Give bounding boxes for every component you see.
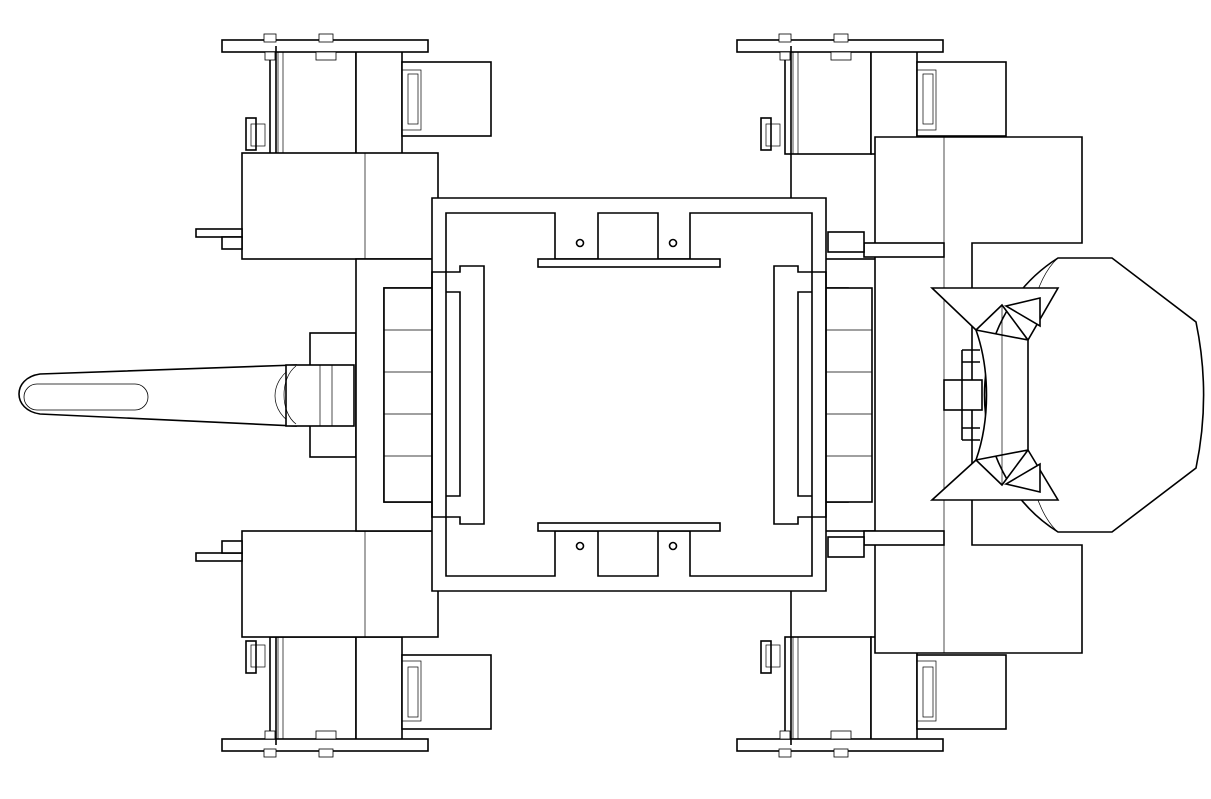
left-roller-stack — [383, 287, 435, 503]
right-roller-stack — [821, 287, 873, 503]
central-frame — [431, 197, 827, 592]
right-motor-housing — [827, 136, 1083, 654]
left-arm — [18, 332, 357, 458]
left-motor-pod-top — [195, 152, 439, 260]
left-motor-pod-bottom — [195, 530, 439, 638]
front-gripper — [929, 257, 1205, 533]
